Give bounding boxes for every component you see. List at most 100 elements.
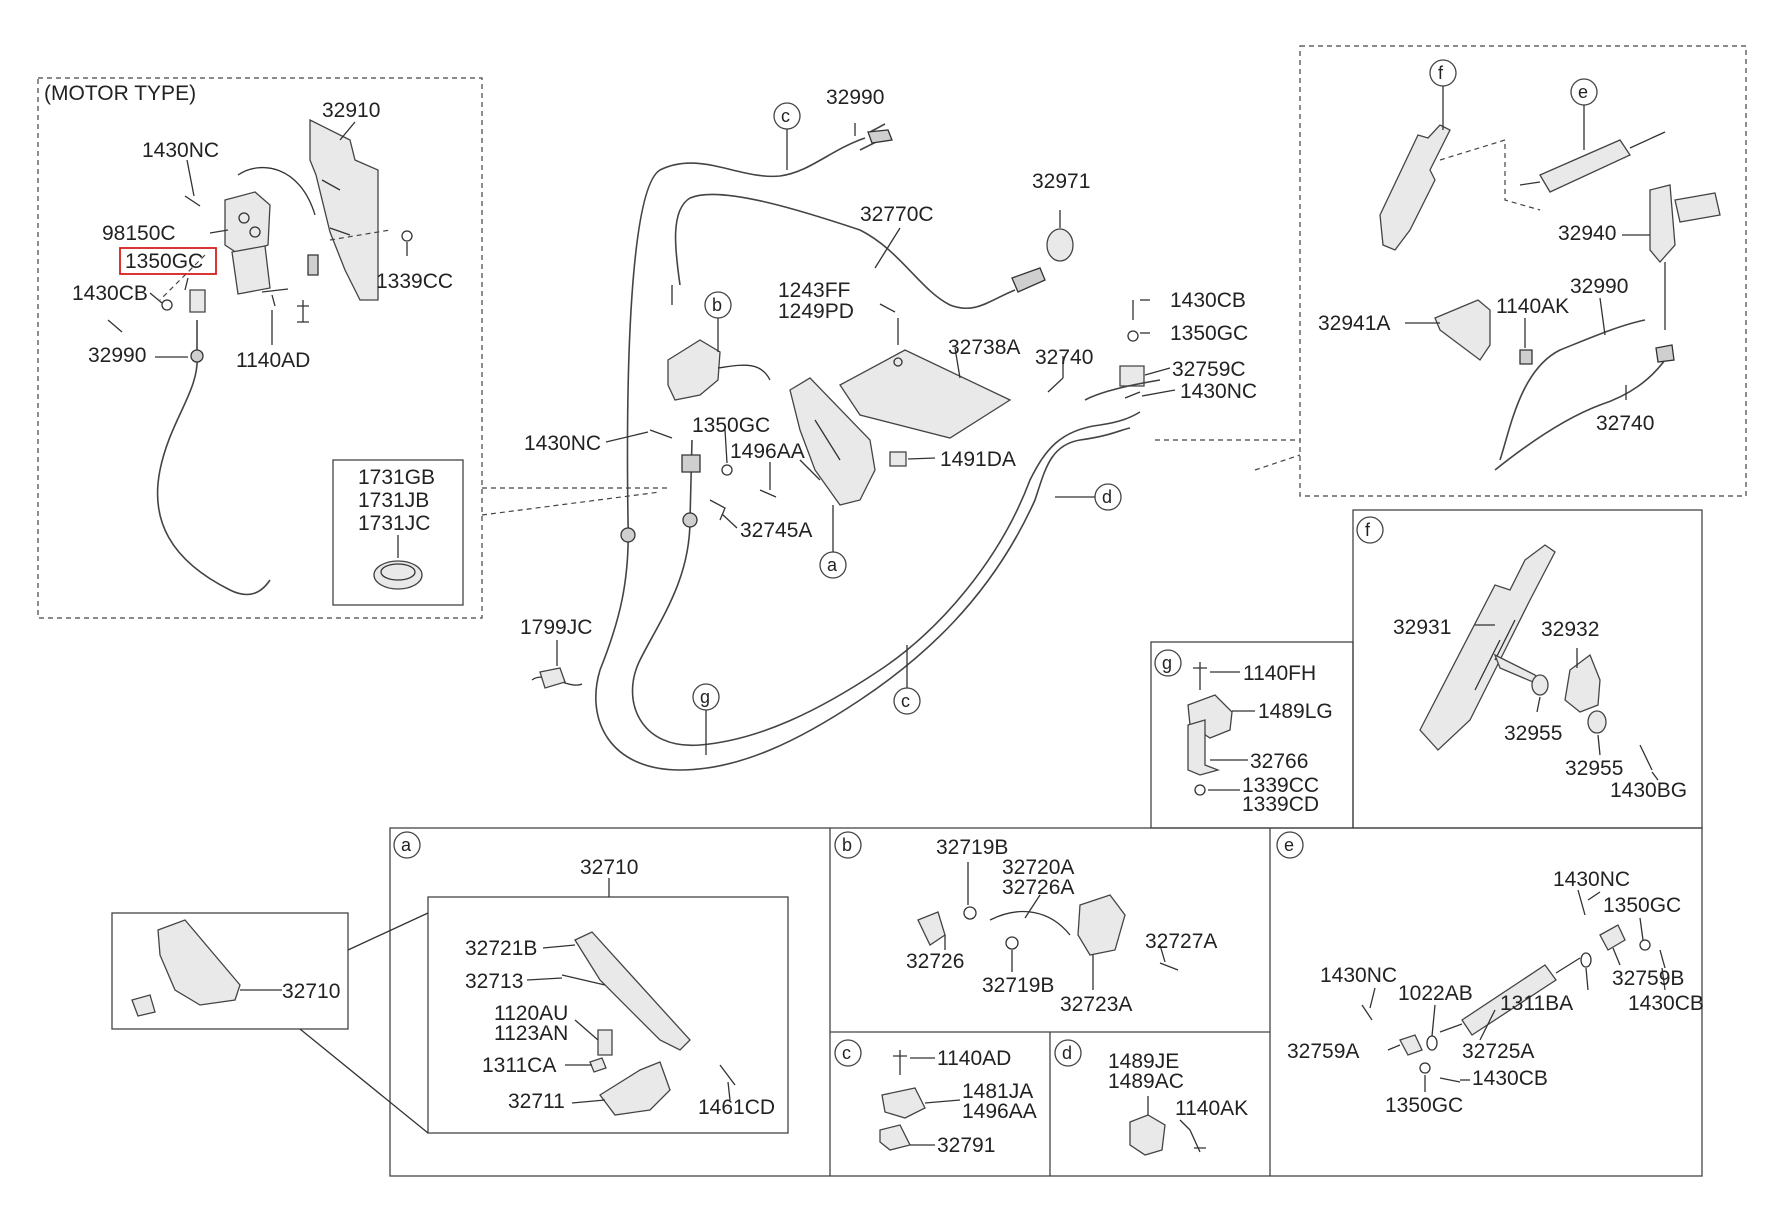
label-1350GC-e-bottom: 1350GC: [1385, 1094, 1463, 1117]
bracket-32910: [309, 118, 379, 301]
bolt-1140AK-d: [1189, 1129, 1206, 1153]
cable-c: [595, 137, 1131, 771]
label-1731GB: 1731GB: [358, 466, 435, 489]
pedal-32721B: [574, 931, 691, 1051]
label-32727A: 32727A: [1145, 930, 1217, 953]
plug-rim: [380, 563, 416, 581]
label-32723A: 32723A: [1060, 993, 1132, 1016]
label-1350GC-center: 1350GC: [692, 414, 770, 437]
label-1430NC: 1430NC: [142, 139, 219, 162]
leader: [1387, 1044, 1401, 1051]
label-1430NC-e-top: 1430NC: [1553, 868, 1630, 891]
label-32713: 32713: [465, 970, 523, 993]
bolt-1430CB-e-right: [1659, 949, 1666, 969]
highlight-box: [119, 247, 217, 275]
leader: [1144, 367, 1171, 376]
label-1481JA: 1481JA: [962, 1080, 1033, 1103]
strut-e: [1539, 139, 1631, 193]
plug-1731: [373, 560, 423, 590]
letter-f-detail: f: [1365, 520, 1371, 540]
bumper-32971: [1046, 228, 1074, 262]
label-1140FH: 1140FH: [1243, 662, 1316, 685]
letter-d: d: [1102, 487, 1112, 507]
label-32941A: 32941A: [1318, 312, 1390, 335]
label-32740: 32740: [1035, 346, 1093, 369]
label-1491DA: 1491DA: [940, 448, 1016, 471]
leader: [1179, 1119, 1191, 1131]
leader: [724, 429, 728, 464]
leader: [526, 977, 563, 981]
letter-a: a: [827, 555, 838, 575]
leader: [954, 347, 961, 379]
bushing-32955-b: [1587, 710, 1607, 734]
cable-32740: [1084, 379, 1161, 401]
leader: [209, 229, 229, 234]
grommet-g: [682, 512, 698, 528]
leader: [1431, 1004, 1436, 1037]
label-1489JE: 1489JE: [1108, 1050, 1179, 1073]
leader: [879, 303, 896, 313]
label-32971: 32971: [1032, 170, 1090, 193]
leader: [907, 457, 936, 460]
label-32726A: 32726A: [1002, 876, 1074, 899]
circle-b-detail: [834, 831, 862, 859]
leader: [721, 513, 738, 529]
handle-32723A: [1077, 894, 1126, 956]
label-32910: 32910: [322, 99, 380, 122]
bracket-32940: [1649, 184, 1676, 263]
motor-bolt-b: [249, 226, 261, 238]
letter-f-top: f: [1438, 63, 1444, 83]
bracket-32931-slots: [1474, 619, 1516, 691]
motor-guides: [159, 229, 391, 301]
letter-g: g: [700, 687, 710, 707]
leader: [1599, 297, 1606, 336]
washer-1350GC-e-top: [1639, 939, 1651, 951]
clip-1799JC-body: [539, 667, 566, 689]
leader: [1141, 389, 1176, 397]
motor-type-title: (MOTOR TYPE): [44, 82, 196, 105]
pin-1430NC-e-left: [1361, 1004, 1373, 1021]
letter-c-detail: c: [842, 1043, 851, 1063]
clamp-1489JE: [1129, 1114, 1166, 1156]
release-lever: [717, 364, 771, 381]
leader: [727, 1081, 731, 1101]
release-handle-b: [667, 339, 721, 401]
bracket-f-top: [1379, 124, 1451, 251]
label-32759C: 32759C: [1172, 358, 1246, 381]
label-1430CB-e-right: 1430CB: [1628, 992, 1704, 1015]
cable-c-fitting: [867, 129, 893, 144]
cable-32740-tr: [1494, 359, 1666, 471]
label-1430NC-center: 1430NC: [524, 432, 601, 455]
letter-e-top: e: [1578, 82, 1588, 102]
pin-1120AU: [597, 1029, 613, 1056]
leader: [605, 431, 649, 443]
label-32745A: 32745A: [740, 519, 812, 542]
plate-32738A: [839, 349, 1012, 439]
clip-32759C: [1119, 365, 1145, 387]
pin-1430NC-center: [649, 429, 673, 439]
strut-32725A: [1461, 964, 1557, 1036]
cable-clip: [189, 289, 206, 313]
leader: [874, 227, 901, 269]
letter-b-detail: b: [842, 835, 852, 855]
label-1339CC-g: 1339CC: [1242, 774, 1319, 797]
bushing-1311CA: [589, 1057, 607, 1073]
bolt-1140FH: [1193, 662, 1207, 690]
leader: [339, 121, 356, 141]
label-1140AK-tr: 1140AK: [1496, 295, 1569, 318]
letter-g-detail: g: [1162, 653, 1172, 673]
letter-e-detail: e: [1284, 835, 1294, 855]
cable-bracket: [681, 454, 701, 473]
clamp-1481JA: [881, 1087, 926, 1119]
label-1461CD: 1461CD: [698, 1096, 775, 1119]
pin-1430NC-right: [1124, 391, 1141, 399]
grommet-c: [620, 527, 636, 543]
cable-32770C-end: [1011, 267, 1046, 293]
bushing-1022AB: [1426, 1035, 1438, 1051]
label-32955-b: 32955: [1565, 757, 1623, 780]
pedal-callout-box: [111, 912, 349, 1030]
bracket-32766: [1187, 719, 1221, 776]
bottom-dividers: [829, 828, 1271, 1176]
pin-1496AA: [759, 489, 777, 498]
label-1799JC: 1799JC: [520, 616, 592, 639]
